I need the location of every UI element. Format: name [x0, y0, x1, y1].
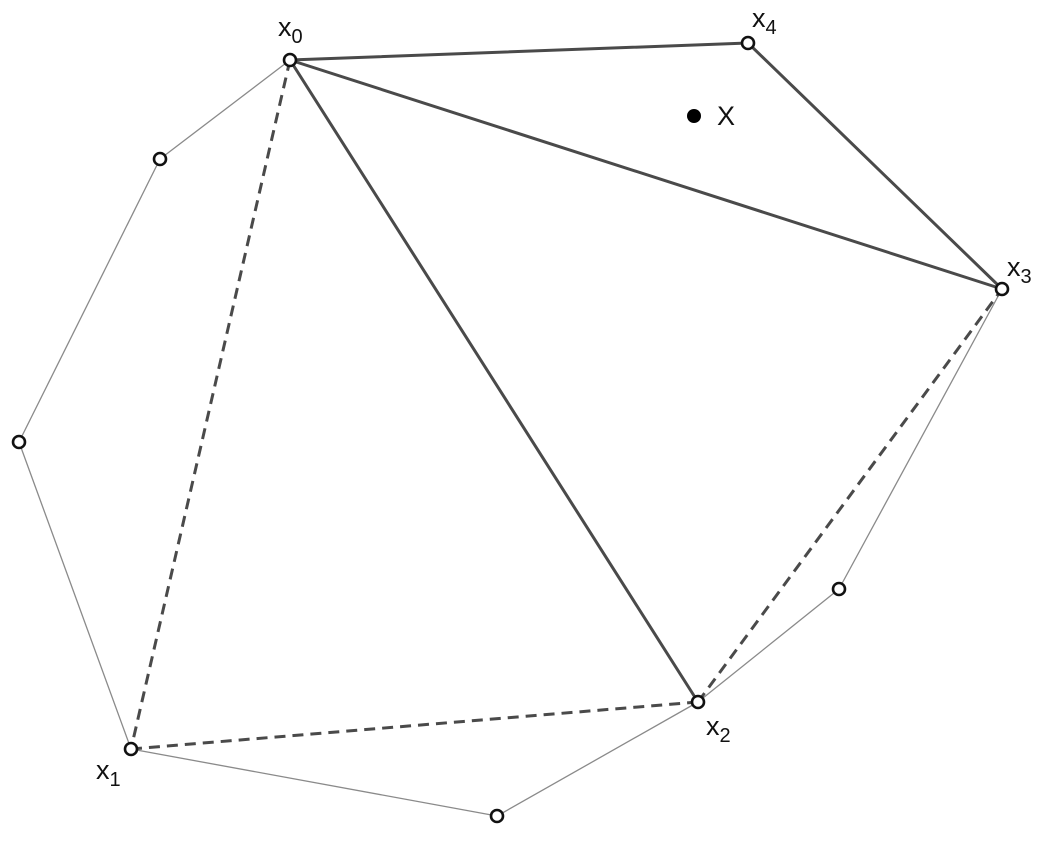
query-point [687, 109, 701, 123]
label-x2-sub: 2 [720, 725, 731, 747]
dashed-edge-x0-x1 [129, 59, 292, 750]
hull-edge [838, 288, 1003, 590]
vertex-x0 [282, 52, 298, 68]
label-x3-sub: 3 [1021, 266, 1032, 288]
label-x4-base: x [752, 3, 766, 33]
hull-vertex [831, 581, 847, 597]
label-x0-base: x [278, 12, 292, 42]
label-query-point: X [717, 101, 735, 131]
label-x1-base: x [96, 755, 110, 785]
solid-edge-x0-x2 [288, 58, 700, 704]
solid-edge-x0-x3 [288, 58, 1004, 291]
solid-edge-x0-x4 [288, 41, 750, 62]
label-x1: x1 [96, 755, 121, 791]
hull-edges [18, 59, 1003, 817]
hull-edge [18, 441, 132, 750]
hull-edge [159, 59, 291, 160]
hull-edge [130, 748, 498, 817]
label-x3-base: x [1007, 252, 1021, 282]
label-x3: x3 [1007, 252, 1032, 288]
label-x4: x4 [752, 3, 777, 39]
hull-edge [697, 588, 840, 703]
label-x0: x0 [278, 12, 303, 48]
hull-vertex [11, 434, 27, 450]
dashed-edges [129, 59, 1004, 751]
vertex-x4 [740, 35, 756, 51]
solid-edges [288, 41, 1004, 704]
dashed-edge-x2-x3 [696, 288, 1004, 703]
labels: x0 x4 x3 x2 x1 X [96, 3, 1032, 791]
label-x2-base: x [706, 711, 720, 741]
solid-edge-x4-x3 [746, 41, 1004, 291]
label-x2: x2 [706, 711, 731, 747]
label-x1-sub: 1 [110, 769, 121, 791]
hull-edge [496, 701, 699, 817]
hull-vertex [489, 808, 505, 824]
hull-vertex [152, 151, 168, 167]
hull-edge [18, 158, 161, 443]
label-x0-sub: 0 [292, 26, 303, 48]
vertex-x3 [994, 281, 1010, 297]
vertex-x1 [123, 741, 139, 757]
vertices [11, 35, 1010, 824]
label-x4-sub: 4 [766, 17, 777, 39]
dashed-edge-x1-x2 [130, 700, 699, 751]
vertex-x2 [690, 694, 706, 710]
